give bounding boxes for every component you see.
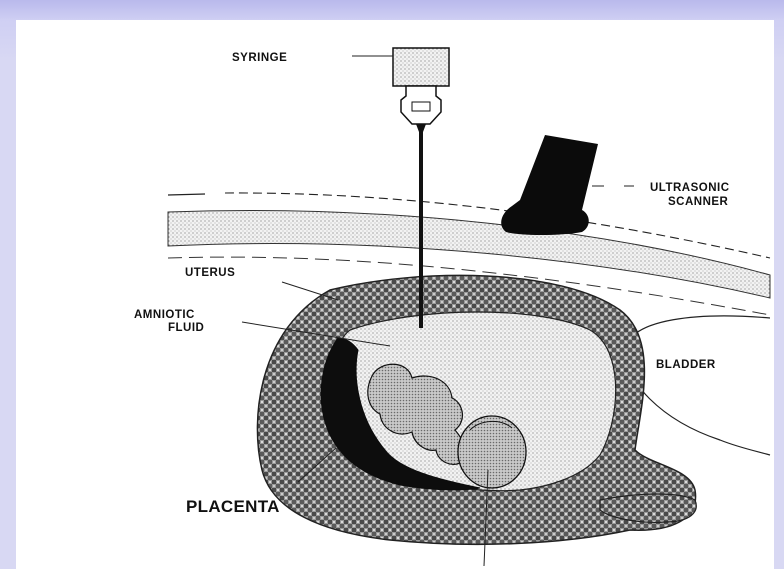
label-uterus: UTERUS (185, 267, 235, 279)
label-scanner-line1: ULTRASONIC (650, 182, 730, 194)
needle (419, 132, 423, 328)
label-amniotic-line1: AMNIOTIC (134, 309, 195, 321)
label-amniotic-line2: FLUID (168, 322, 204, 334)
label-bladder: BLADDER (656, 359, 716, 371)
ultrasonic-scanner (501, 135, 598, 235)
bladder-outline (625, 316, 770, 455)
label-syringe: SYRINGE (232, 52, 287, 64)
label-scanner-line2: SCANNER (668, 196, 729, 208)
label-placenta: PLACENTA (186, 497, 280, 516)
